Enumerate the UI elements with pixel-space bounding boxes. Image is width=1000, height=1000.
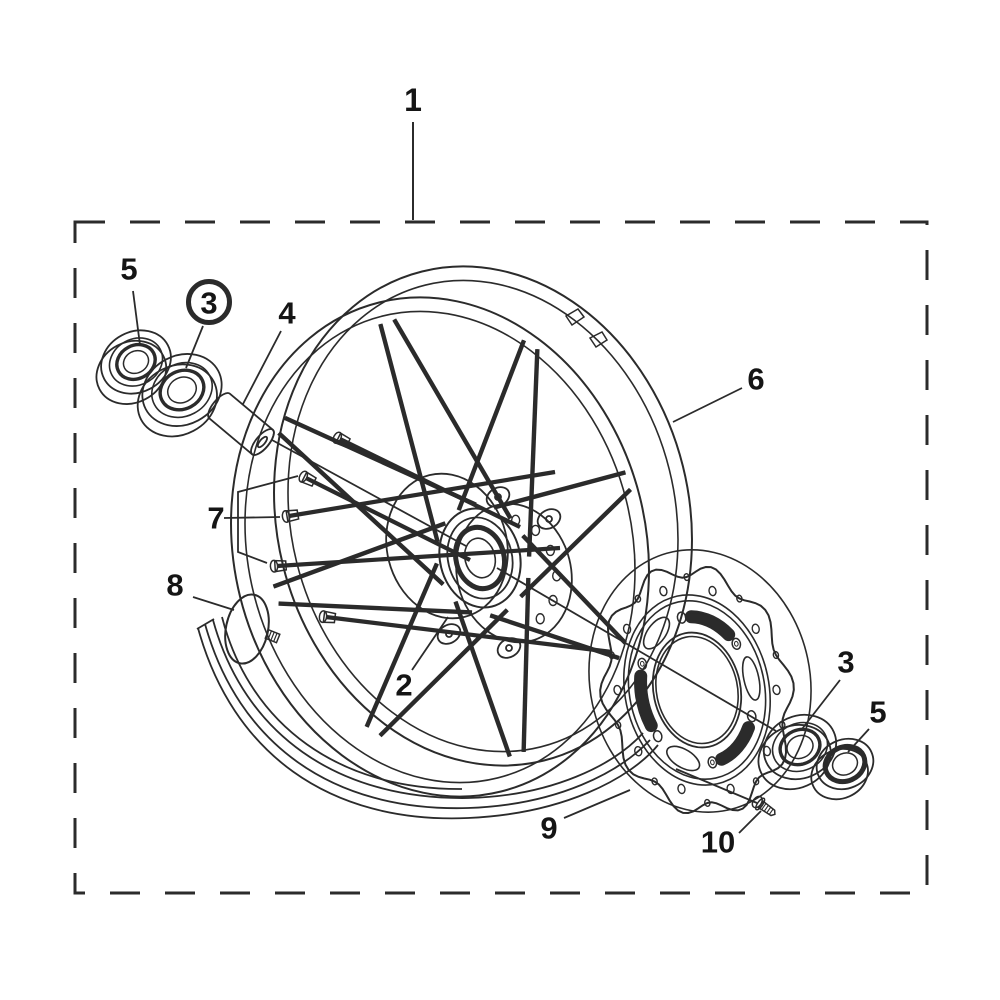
collar-axis-line — [271, 439, 467, 547]
axle-axis-line — [496, 567, 777, 732]
leader-8 — [192, 596, 235, 611]
leader-3-left — [185, 325, 204, 369]
callout-7-spokes: 7 — [207, 500, 225, 536]
seal-right — [810, 737, 875, 801]
bolt-to-disc-line — [675, 768, 758, 804]
leader-9 — [563, 789, 631, 819]
wheel-hub — [385, 472, 573, 659]
rim-lock-stud — [264, 628, 281, 644]
callout-5-right-seal: 5 — [869, 694, 887, 730]
leader-lines — [132, 290, 870, 834]
spoke-nipple — [318, 610, 337, 624]
wheel-rim-front-edge — [230, 296, 650, 798]
bearing-left — [136, 353, 223, 438]
leader-4 — [242, 330, 282, 405]
leader-6 — [672, 387, 743, 423]
spoke-nipple — [269, 559, 288, 573]
rim-lock — [224, 593, 281, 665]
brake-disc — [577, 547, 817, 834]
leader-5-right — [847, 728, 870, 753]
leader-2 — [411, 616, 449, 671]
rim-spoke-nipple — [564, 308, 586, 327]
callout-8-rim-band: 8 — [166, 567, 184, 603]
callout-2-hub: 2 — [395, 667, 413, 703]
disc-bolt — [751, 795, 776, 817]
callout-3-left-bearing: 3 — [200, 285, 218, 321]
loose-spokes — [269, 431, 613, 655]
callout-7-bracket — [223, 475, 299, 564]
rim-band — [196, 616, 659, 820]
callout-5-left-seal: 5 — [120, 251, 138, 287]
leader-3-right — [801, 679, 841, 730]
callout-3-right-bearing: 3 — [837, 644, 855, 680]
assembly-boundary-box — [73, 220, 929, 895]
callout-10-disc-bolt: 10 — [700, 824, 736, 860]
callout-1-assembly: 1 — [404, 82, 422, 118]
spoke-nipple — [281, 509, 300, 523]
highlight-ring — [186, 279, 232, 325]
brake-disc-outline — [588, 549, 812, 813]
rim-spoke-nipple — [588, 331, 609, 349]
leader-5-left — [132, 290, 141, 346]
callout-9-brake-disc: 9 — [540, 810, 558, 846]
callout-6-rim: 6 — [747, 361, 765, 397]
spoke-nipple — [332, 431, 352, 448]
callout-4-collar: 4 — [278, 295, 296, 331]
spoke-nipple — [298, 470, 318, 487]
leader-10 — [738, 810, 762, 834]
bearing-right — [757, 713, 837, 791]
